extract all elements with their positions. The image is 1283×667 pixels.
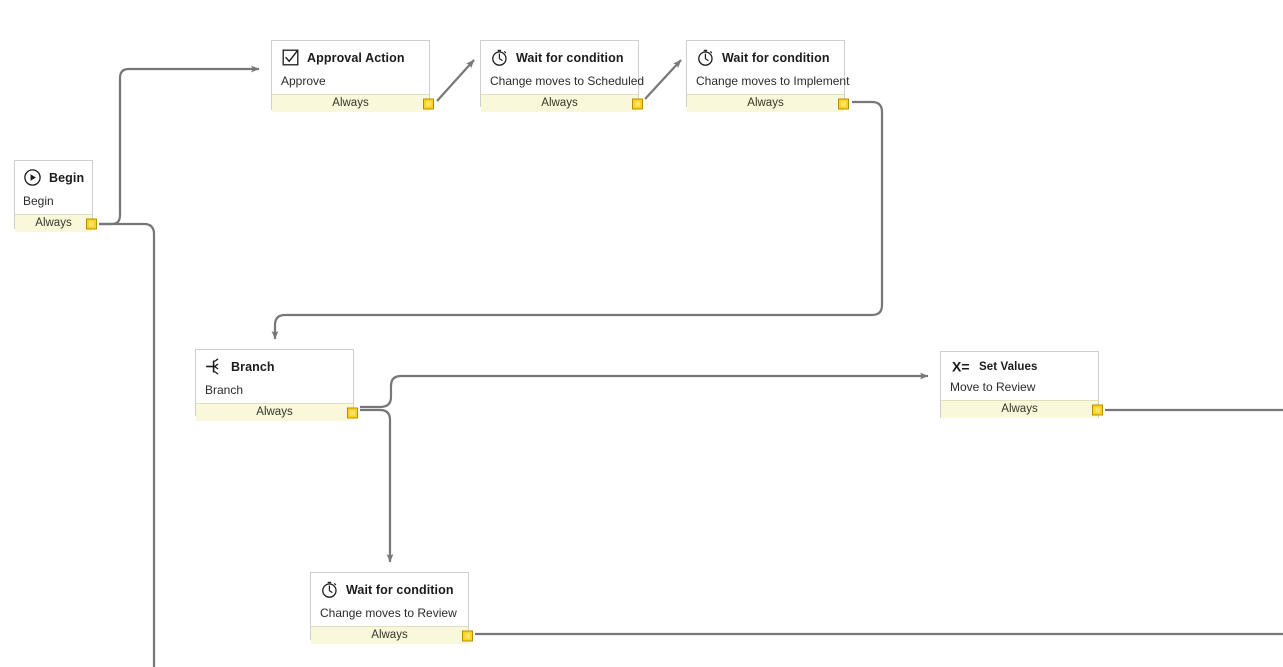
port-inner — [426, 101, 431, 106]
node-set-values-body: X= Set Values Move to Review — [941, 352, 1098, 400]
port-inner — [465, 633, 470, 638]
node-begin-subtitle: Begin — [23, 194, 54, 208]
edge-begin-to-approval — [99, 65, 260, 226]
node-approval-action-footer-label: Always — [332, 97, 369, 109]
node-branch-subtitle: Branch — [205, 383, 244, 397]
node-set-values-title: Set Values — [979, 360, 1038, 373]
edge-wait-implement-to-branch — [271, 100, 884, 340]
node-branch-title: Branch — [231, 359, 275, 374]
node-wait-scheduled[interactable]: Wait for condition Change moves to Sched… — [480, 40, 645, 112]
node-wait-scheduled-footer-label: Always — [541, 97, 578, 109]
edge-begin-to-offscreen-bottom — [99, 222, 156, 667]
edge-branch-to-set-values — [360, 372, 929, 409]
port-inner — [350, 410, 355, 415]
edge-approval-to-wait-scheduled — [436, 59, 475, 102]
edge-wait-scheduled-to-wait-implement — [644, 59, 682, 100]
x-equals-icon: X= — [952, 359, 970, 375]
node-approval-action-body: Approval Action Approve — [272, 41, 429, 94]
node-wait-implement-title: Wait for condition — [722, 50, 830, 65]
node-wait-review-subtitle: Change moves to Review — [320, 606, 457, 620]
port-inner — [635, 101, 640, 106]
node-branch-footer[interactable]: Always — [196, 403, 358, 421]
node-set-values-subtitle: Move to Review — [950, 380, 1036, 394]
node-begin-header: Begin — [23, 168, 84, 187]
node-wait-review-body: Wait for condition Change moves to Revie… — [311, 573, 468, 626]
svg-text:X=: X= — [952, 359, 970, 375]
node-wait-review-title: Wait for condition — [346, 582, 454, 597]
node-set-values-header: X= Set Values — [950, 357, 1089, 376]
node-wait-review-header: Wait for condition — [320, 580, 459, 599]
node-begin[interactable]: Begin Begin Always — [14, 160, 97, 232]
node-begin-footer[interactable]: Always — [15, 214, 97, 232]
node-begin-title: Begin — [49, 170, 85, 185]
node-wait-implement-body: Wait for condition Change moves to Imple… — [687, 41, 850, 94]
node-approval-action[interactable]: Approval Action Approve Always — [271, 40, 434, 112]
node-wait-implement-footer[interactable]: Always — [687, 94, 849, 112]
node-wait-implement-footer-label: Always — [747, 97, 784, 109]
node-set-values-output-port[interactable] — [1092, 404, 1103, 415]
port-inner — [841, 101, 846, 106]
node-approval-action-subtitle: Approve — [281, 74, 326, 88]
checkbox-icon — [282, 49, 299, 66]
node-wait-implement[interactable]: Wait for condition Change moves to Imple… — [686, 40, 850, 112]
node-wait-scheduled-title: Wait for condition — [516, 50, 624, 65]
branch-icon — [206, 358, 219, 375]
node-wait-implement-output-port[interactable] — [838, 98, 849, 109]
node-approval-action-title: Approval Action — [307, 50, 405, 65]
node-wait-scheduled-footer[interactable]: Always — [481, 94, 643, 112]
node-branch-body: Branch Branch — [196, 350, 353, 403]
node-set-values[interactable]: X= Set Values Move to Review Always — [940, 351, 1103, 418]
stopwatch-icon — [492, 49, 507, 66]
node-wait-review-footer-label: Always — [371, 629, 408, 641]
node-branch-footer-label: Always — [256, 406, 293, 418]
node-set-values-footer-label: Always — [1001, 403, 1038, 415]
node-branch-header: Branch — [205, 357, 344, 376]
node-wait-implement-header: Wait for condition — [696, 48, 835, 67]
node-wait-scheduled-header: Wait for condition — [490, 48, 629, 67]
node-approval-action-output-port[interactable] — [423, 98, 434, 109]
stopwatch-icon — [322, 581, 337, 598]
node-approval-action-footer[interactable]: Always — [272, 94, 434, 112]
node-wait-implement-subtitle: Change moves to Implement — [696, 74, 850, 88]
node-wait-review-output-port[interactable] — [462, 630, 473, 641]
edge-branch-to-wait-review — [360, 408, 394, 563]
node-wait-scheduled-output-port[interactable] — [632, 98, 643, 109]
play-circle-icon — [24, 169, 41, 186]
port-inner — [89, 221, 94, 226]
stopwatch-icon — [698, 49, 713, 66]
port-inner — [1095, 407, 1100, 412]
node-branch-output-port[interactable] — [347, 407, 358, 418]
node-wait-scheduled-subtitle: Change moves to Scheduled — [490, 74, 645, 88]
node-wait-review-footer[interactable]: Always — [311, 626, 473, 644]
node-set-values-footer[interactable]: Always — [941, 400, 1103, 418]
node-begin-body: Begin Begin — [15, 161, 92, 214]
node-approval-action-header: Approval Action — [281, 48, 420, 67]
node-begin-output-port[interactable] — [86, 218, 97, 229]
node-wait-scheduled-body: Wait for condition Change moves to Sched… — [481, 41, 645, 94]
node-wait-review[interactable]: Wait for condition Change moves to Revie… — [310, 572, 473, 644]
node-branch[interactable]: Branch Branch Always — [195, 349, 358, 421]
node-begin-footer-label: Always — [35, 217, 72, 229]
